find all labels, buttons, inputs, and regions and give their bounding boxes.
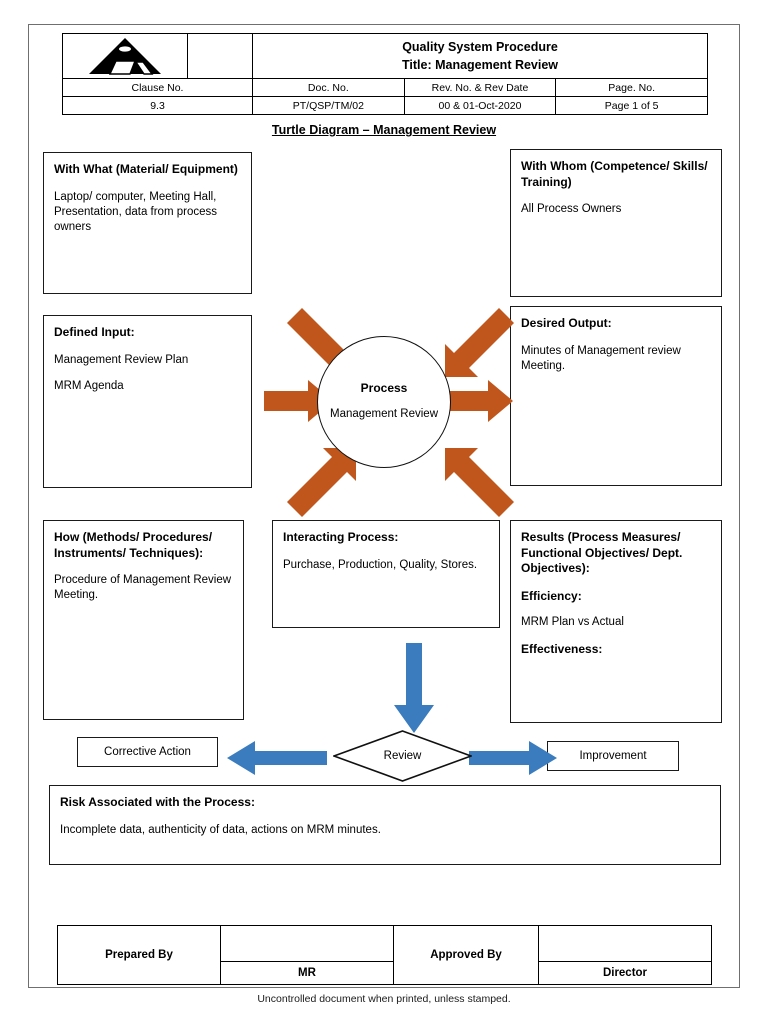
box-risk-body: Incomplete data, authenticity of data, a…: [60, 823, 381, 836]
box-with-whom-body: All Process Owners: [521, 203, 622, 216]
approved-by-name-row: Director: [539, 961, 711, 984]
prepared-by-sign-cell: MR: [220, 925, 394, 985]
pyramid-logo-svg: [89, 38, 161, 75]
approved-by-sign-inner: Director: [539, 926, 711, 984]
arrow-right-to-improvement: [469, 741, 557, 775]
box-results-efficiency-value: MRM Plan vs Actual: [521, 616, 624, 629]
review-decision-diamond: [333, 730, 472, 782]
box-results-title: Results (Process Measures/ Functional Ob…: [521, 530, 683, 576]
prepared-by-sign-blank: [221, 926, 393, 962]
prepared-by-name: MR: [298, 966, 316, 979]
box-improvement-label: Improvement: [579, 750, 647, 762]
arrow-out-right: [442, 380, 513, 422]
header-val-doc: PT/QSP/TM/02: [252, 96, 405, 115]
signature-table: Prepared By MR Approved By Director: [57, 925, 712, 985]
box-how-methods-body: Procedure of Management Review Meeting.: [54, 574, 232, 602]
header-val-rev: 00 & 01-Oct-2020: [403, 96, 557, 115]
arrow-down-to-review: [394, 643, 434, 733]
header-col-rev: Rev. No. & Rev Date: [403, 78, 557, 97]
header-col-clause: Clause No.: [62, 78, 253, 97]
arrow-in-bottom-right: [445, 448, 514, 517]
header-col-doc: Doc. No.: [252, 78, 405, 97]
box-how-methods-title: How (Methods/ Procedures/ Instruments/ T…: [54, 530, 213, 560]
prepared-by-sign-space: [221, 926, 393, 962]
box-with-whom: With Whom (Competence/ Skills/ Training)…: [510, 149, 722, 297]
signature-row: Prepared By MR Approved By Director: [57, 925, 712, 985]
header-val-page: Page 1 of 5: [555, 96, 708, 115]
box-desired-output-title: Desired Output:: [521, 316, 612, 330]
box-desired-output-body: Minutes of Management review Meeting.: [521, 344, 681, 372]
box-corrective-action: Corrective Action: [77, 737, 218, 767]
box-corrective-action-label: Corrective Action: [104, 746, 191, 758]
approved-by-name: Director: [602, 966, 648, 979]
box-risk-title: Risk Associated with the Process:: [60, 795, 255, 809]
company-logo-cell: [62, 33, 188, 79]
approved-by-label-cell: Approved By: [393, 925, 539, 985]
arrow-in-left: [264, 380, 333, 422]
box-with-what-title: With What (Material/ Equipment): [54, 162, 238, 176]
pyramid-logo-icon: [63, 34, 187, 78]
prepared-by-sign-inner: MR: [221, 926, 393, 984]
page-title: Turtle Diagram – Management Review: [271, 123, 497, 137]
document-header-table: Quality System Procedure Title: Manageme…: [62, 33, 708, 115]
box-defined-input-body1: Management Review Plan: [54, 353, 189, 366]
header-val-clause: 9.3: [62, 96, 253, 115]
box-defined-input-title: Defined Input:: [54, 325, 135, 339]
arrow-left-to-corrective-action: [227, 741, 327, 775]
footer-note: Uncontrolled document when printed, unle…: [257, 993, 511, 1005]
arrow-in-bottom-left: [287, 448, 356, 517]
header-spacer-cell: [187, 33, 253, 79]
box-how-methods: How (Methods/ Procedures/ Instruments/ T…: [43, 520, 244, 720]
header-title-line1: Quality System Procedure: [402, 39, 558, 54]
approved-by-sign-space: [539, 926, 711, 962]
box-results-efficiency-label: Efficiency:: [521, 588, 582, 603]
box-risk-associated: Risk Associated with the Process: Incomp…: [49, 785, 721, 865]
header-title-line2: Title: Management Review: [401, 58, 559, 72]
box-desired-output: Desired Output: Minutes of Management re…: [510, 306, 722, 486]
header-col-page: Page. No.: [555, 78, 708, 97]
header-value-row: 9.3 PT/QSP/TM/02 00 & 01-Oct-2020 Page 1…: [62, 96, 708, 115]
box-improvement: Improvement: [547, 741, 679, 771]
prepared-by-name-row: MR: [221, 961, 393, 984]
box-interacting-process-title: Interacting Process:: [283, 530, 399, 544]
approved-by-sign-cell: Director: [538, 925, 712, 985]
box-interacting-process: Interacting Process: Purchase, Productio…: [272, 520, 500, 628]
box-results-effectiveness-label: Effectiveness:: [521, 641, 603, 656]
process-circle-label: Process: [360, 381, 408, 396]
header-column-row: Clause No. Doc. No. Rev. No. & Rev Date …: [62, 78, 708, 97]
box-interacting-process-body: Purchase, Production, Quality, Stores.: [283, 558, 478, 571]
header-title-row: Quality System Procedure Title: Manageme…: [62, 33, 708, 79]
box-defined-input-body2: MRM Agenda: [54, 379, 124, 392]
box-with-what-body: Laptop/ computer, Meeting Hall, Presenta…: [54, 190, 217, 234]
arrow-in-top-right: [445, 308, 514, 377]
box-defined-input: Defined Input: Management Review Plan MR…: [43, 315, 252, 488]
document-page: Quality System Procedure Title: Manageme…: [28, 24, 740, 988]
box-with-whom-title: With Whom (Competence/ Skills/ Training): [521, 159, 708, 189]
prepared-by-label-cell: Prepared By: [57, 925, 221, 985]
header-title-cell: Quality System Procedure Title: Manageme…: [252, 33, 708, 79]
approved-by-sign-blank: [539, 926, 711, 962]
process-circle: Process Management Review: [317, 336, 451, 468]
review-decision-label: Review: [383, 750, 422, 762]
box-with-what: With What (Material/ Equipment) Laptop/ …: [43, 152, 252, 294]
process-circle-name: Management Review: [329, 408, 439, 421]
box-results: Results (Process Measures/ Functional Ob…: [510, 520, 722, 723]
